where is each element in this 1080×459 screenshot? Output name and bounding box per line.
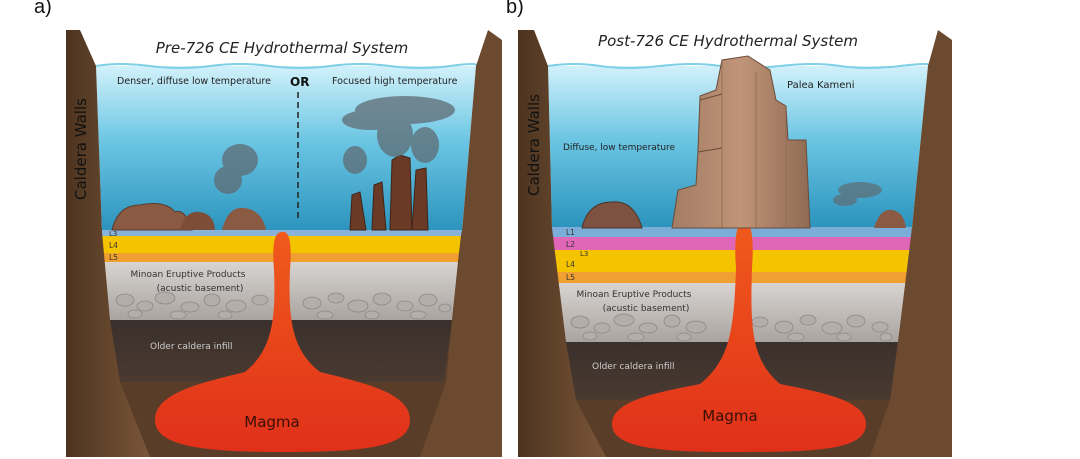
panel-b: Post-726 CE Hydrothermal System Caldera … [518, 30, 952, 457]
panel-b-layer-l3 [553, 250, 910, 256]
panel-a: Pre-726 CE Hydrothermal System Caldera W… [66, 30, 502, 457]
panel-a-older-label: Older caldera infill [150, 342, 233, 352]
panel-a-letter: a) [34, 0, 52, 18]
panel-b-magma-label: Magma [702, 407, 757, 425]
panel-b-letter: b) [506, 0, 524, 18]
panel-b-mounds [581, 201, 906, 229]
panel-a-title: Pre-726 CE Hydrothermal System [156, 39, 408, 57]
panel-b-diffuse-label: Diffuse, low temperature [563, 143, 676, 153]
panel-a-left-wall [66, 30, 150, 457]
panel-b-layer-l5 [555, 272, 907, 283]
panel-b-layer-l1 [552, 227, 912, 237]
panel-a-label-l5: L5 [109, 253, 118, 262]
panel-b-left-wall [518, 30, 606, 457]
panel-a-or-label: OR [290, 75, 309, 89]
panel-a-label-l3: L3 [109, 230, 117, 238]
panel-b-rubble [570, 313, 893, 342]
panel-b-label-l5: L5 [566, 273, 575, 282]
panel-b-older-label: Older caldera infill [592, 362, 675, 372]
panel-b-minoan-sub: (acustic basement) [603, 304, 690, 314]
panel-a-right-wall [420, 30, 502, 457]
panel-b-layer-l2 [552, 237, 911, 250]
panel-a-magma-label: Magma [244, 413, 299, 431]
panel-a-minoan-label: Minoan Eruptive Products [131, 270, 246, 280]
panel-b-magma [612, 221, 866, 452]
panel-b-plumes [833, 182, 882, 206]
panel-a-label-l4: L4 [109, 241, 118, 250]
panel-b-title: Post-726 CE Hydrothermal System [598, 32, 858, 50]
panel-b-wall-label: Caldera Walls [525, 94, 543, 196]
panel-b-label-l1: L1 [566, 228, 575, 237]
panel-a-minoan-sub: (acustic basement) [157, 284, 244, 294]
panel-a-left-label: Denser, diffuse low temperature [117, 76, 271, 87]
panel-a-plumes [214, 96, 455, 194]
panel-a-mounds [111, 203, 266, 231]
panel-b-island [671, 55, 811, 229]
panel-b-label-l3: L3 [580, 250, 588, 258]
panel-a-right-label: Focused high temperature [332, 76, 458, 87]
panel-b-island-label: Palea Kameni [787, 80, 854, 91]
panel-b-minoan-label: Minoan Eruptive Products [577, 290, 692, 300]
panel-a-wall-label: Caldera Walls [72, 98, 90, 200]
panel-b-label-l2: L2 [566, 240, 575, 249]
panel-b-label-l4: L4 [566, 260, 575, 269]
panel-a-chimneys [349, 154, 429, 231]
panel-a-rubble [115, 291, 452, 320]
panel-b-right-wall [870, 30, 952, 457]
panel-a-magma [155, 231, 410, 452]
panel-a-water-surface [95, 63, 478, 69]
panel-b-layer-l4 [554, 256, 909, 272]
